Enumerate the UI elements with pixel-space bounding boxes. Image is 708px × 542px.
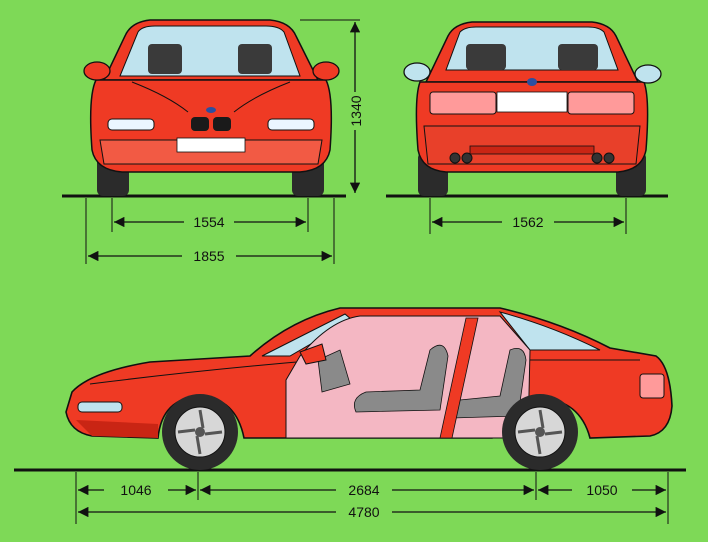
overall-width-label: 1855 [193, 248, 224, 264]
front-mirror-left [83, 61, 111, 81]
front-seat-left [148, 44, 182, 74]
front-badge [206, 107, 216, 113]
rear-exhaust-right [591, 152, 615, 164]
front-overhang-label: 1046 [120, 482, 151, 498]
rear-track-dimension: 1562 [429, 198, 627, 234]
length-dimensions: 1046 2684 1050 4780 [75, 472, 669, 524]
front-mirror-right [312, 61, 340, 81]
front-grille-right [213, 117, 231, 131]
front-seat-right [238, 44, 272, 74]
height-label: 1340 [348, 95, 364, 126]
rear-seat-right [558, 44, 598, 70]
height-dimension: 1340 [300, 19, 364, 193]
rear-diffuser [469, 145, 595, 155]
front-grille-left [191, 117, 209, 131]
wheelbase-label: 2684 [348, 482, 379, 498]
front-license-plate [176, 137, 246, 153]
rear-mirror-left [403, 62, 431, 82]
front-track-dimension: 1554 [111, 198, 309, 232]
side-view [14, 307, 686, 472]
rear-exhaust-left [449, 152, 473, 164]
rear-badge [527, 78, 537, 86]
side-taillight [639, 373, 665, 399]
side-rear-wheel [502, 394, 578, 470]
side-rear-window [498, 311, 601, 351]
front-headlight-right [267, 118, 315, 131]
rear-seat-left [466, 44, 506, 70]
rear-view [386, 21, 668, 198]
rear-overhang-label: 1050 [586, 482, 617, 498]
side-front-wheel [162, 394, 238, 470]
rear-mirror-right [634, 64, 662, 84]
front-headlight-left [107, 118, 155, 131]
overall-length-label: 4780 [348, 504, 379, 520]
rear-license-plate [496, 91, 568, 113]
rear-taillight-left [429, 91, 497, 115]
front-hood-crease-left [131, 81, 189, 113]
front-track-label: 1554 [193, 214, 224, 230]
side-pillar [439, 317, 479, 439]
side-mirror [299, 343, 327, 365]
side-lower-shade [76, 420, 158, 438]
overall-width-dimension: 1855 [85, 198, 335, 264]
side-front-seat [353, 344, 449, 413]
side-headlight [77, 401, 123, 413]
front-hood-crease-right [233, 81, 291, 113]
rear-taillight-right [567, 91, 635, 115]
front-windshield [119, 25, 301, 77]
rear-track-label: 1562 [512, 214, 543, 230]
rear-bumper [423, 125, 641, 165]
front-view [62, 19, 346, 198]
